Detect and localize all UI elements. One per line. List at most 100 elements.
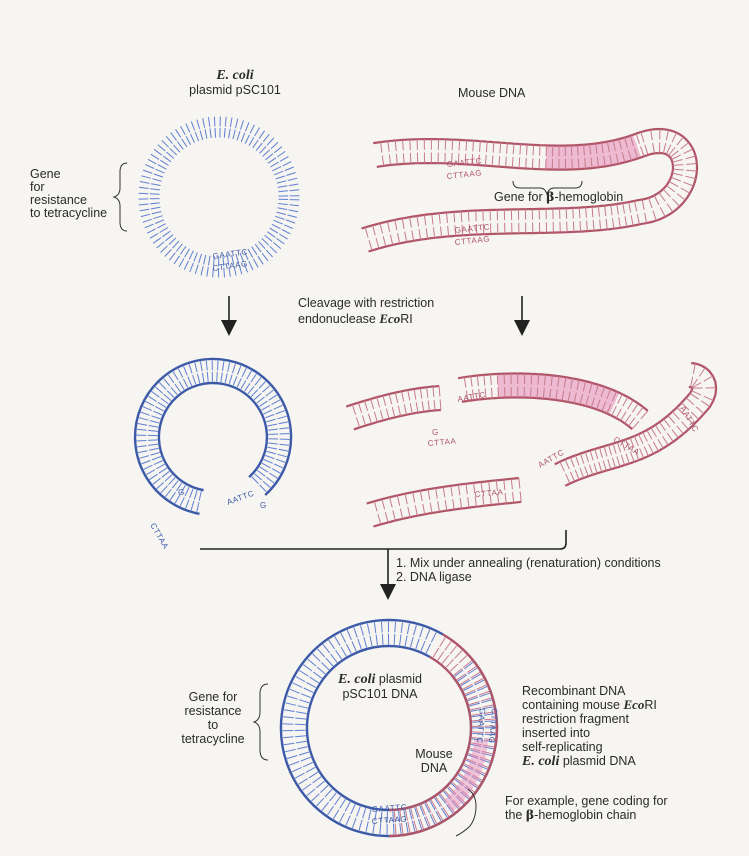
top-plasmid-base-pair: [261, 238, 270, 246]
mouse-fragment-right-base-pair: [695, 406, 705, 415]
cut-plasmid-base-pair: [236, 365, 242, 375]
example-line: the β-hemoglobin chain: [505, 808, 668, 823]
cut-plasmid-base-pair: [200, 361, 203, 372]
top-plasmid-base-pair: [142, 169, 153, 174]
mouse-fragment-gene-base-pair: [590, 397, 595, 408]
cut-plasmid-base-pair: [250, 389, 259, 398]
top-plasmid-base-pair: [144, 223, 154, 229]
recomb-mouse-base-pair: [461, 768, 472, 775]
mouse-fragment-gene-base-pair: [484, 388, 487, 399]
recomb-plasmid-base-pair: [404, 635, 408, 647]
cut-plasmid-base-pair: [268, 433, 279, 435]
mouse-fragment-right-base-pair: [700, 400, 711, 408]
recomb-mouse-base-pair: [465, 785, 475, 793]
cut-plasmid-base-pair: [265, 389, 274, 397]
top-plasmid-base-pair: [279, 155, 289, 162]
cut-plasmid-base-pair: [220, 372, 223, 383]
top-plasmid-base-pair: [139, 186, 149, 189]
cut-plasmid-inner-strand: [157, 381, 269, 492]
top-plasmid-organism: E. coli: [216, 68, 254, 83]
mouse-fragment-gene-base-pair: [606, 388, 612, 400]
bottom-plasmid-label: E. coli plasmid pSC101 DNA: [320, 672, 440, 701]
top-plasmid-base-pair: [262, 149, 271, 157]
gene-label-prefix: Gene for: [494, 190, 547, 204]
recombinant-line: self-replicating: [522, 740, 603, 754]
top-plasmid-base-pair: [179, 246, 187, 255]
mouse-fragment-gene-base-pair: [579, 394, 583, 405]
mouse-dna-base-pair: [590, 157, 593, 169]
cut-plasmid-base-pair: [184, 486, 190, 497]
top-plasmid-base-pair: [138, 192, 149, 195]
cut-plasmid-base-pair: [227, 362, 231, 372]
recomb-mouse-base-pair: [469, 747, 481, 752]
recomb-plasmid-base-pair: [313, 671, 323, 679]
cut-plasmid-base-pair: [259, 484, 267, 493]
cut-plasmid-base-pair: [201, 372, 205, 383]
top-plasmid-base-pair: [162, 230, 171, 238]
mouse-dna-base-pair: [380, 142, 383, 153]
mouse-ecori-site: CTTAAG: [446, 168, 482, 181]
top-plasmid-base-pair: [264, 234, 273, 242]
recomb-mouse-base-pair: [444, 641, 452, 651]
cut-plasmid-base-pair: [232, 363, 236, 374]
mouse-dna-base-pair: [636, 213, 640, 225]
mouse-dna-base-pair: [605, 218, 608, 230]
mouse-fragment-left-base-pair: [370, 398, 375, 410]
sticky-end: G: [432, 428, 439, 437]
mouse-dna-base-pair: [395, 153, 398, 165]
recomb-plasmid-base-pair: [282, 723, 294, 725]
mouse-fragment-left-base-pair: [409, 403, 413, 414]
mouse-fragment-left-base-pair: [397, 405, 402, 417]
top-plasmid-base-pair: [213, 116, 216, 127]
cut-plasmid-base-pair: [178, 381, 185, 390]
recomb-plasmid-base-pair: [300, 756, 311, 762]
mouse-fragment-right-base-pair: [689, 392, 700, 400]
cut-plasmid-base-pair: [138, 417, 149, 421]
mouse-dna-base-pair: [478, 154, 480, 166]
mouse-fragment-lower-base-pair: [404, 493, 408, 505]
mouse-fragment-lower-base-pair: [504, 492, 507, 504]
mouse-dna-base-pair: [381, 155, 385, 166]
mouse-dna-base-pair: [618, 217, 621, 228]
top-plasmid-base-pair: [164, 249, 172, 257]
mouse-dna-base-pair: [633, 148, 639, 159]
mouse-fragment-lower-base-pair: [427, 489, 431, 500]
mouse-fragment-left-base-pair: [403, 404, 407, 415]
mouse-dna-base-pair: [475, 223, 478, 235]
mouse-fragment-right-base-pair: [654, 424, 662, 435]
mouse-fragment-gene-base-pair: [536, 387, 539, 399]
top-plasmid-base-pair: [277, 185, 288, 188]
top-plasmid-base-pair: [261, 252, 269, 262]
top-plasmid-base-pair: [265, 249, 273, 258]
mouse-dna-base-pair: [438, 213, 441, 224]
recomb-plasmid-base-pair: [400, 622, 403, 634]
recomb-plasmid-base-pair: [394, 621, 396, 633]
top-plasmid-base-pair: [160, 159, 169, 166]
gene-resistance-line: Gene: [30, 167, 61, 181]
mouse-ecori-site: GAATTC: [446, 156, 482, 169]
recomb-plasmid-base-pair: [467, 667, 478, 675]
mouse-fragment-right-base-pair: [625, 439, 630, 450]
mouse-fragment-right-base-pair: [602, 460, 607, 471]
recomb-mouse-base-pair: [472, 774, 483, 781]
recomb-plasmid-base-pair: [285, 702, 297, 706]
recomb-mouse-base-pair: [472, 731, 484, 733]
mouse-dna-base-pair: [680, 142, 690, 150]
recomb-mouse-base-pair: [459, 678, 470, 685]
recomb-mouse-base-pair: [435, 796, 443, 807]
recomb-mouse-base-pair: [432, 647, 440, 658]
recomb-plasmid-base-pair: [345, 815, 351, 826]
mouse-fragment-lower-base-pair: [450, 485, 453, 497]
top-plasmid-base-pair: [139, 208, 150, 212]
mouse-fragment-right-base-pair: [690, 376, 694, 388]
recomb-plasmid-base-pair: [457, 774, 468, 782]
mouse-fragment-right-base-pair: [598, 461, 603, 473]
recomb-plasmid-base-pair: [294, 772, 305, 779]
recomb-plasmid-base-pair: [484, 720, 496, 722]
bottom-gene-resistance-label: Gene for resistance to tetracycline: [172, 690, 254, 746]
recomb-mouse-base-pair: [436, 810, 444, 821]
recomb-plasmid-base-pair: [312, 776, 322, 784]
mouse-fragment-right-base-pair: [579, 453, 585, 464]
mouse-dna-base-pair: [525, 157, 527, 169]
cut-plasmid-base-pair: [190, 500, 195, 511]
